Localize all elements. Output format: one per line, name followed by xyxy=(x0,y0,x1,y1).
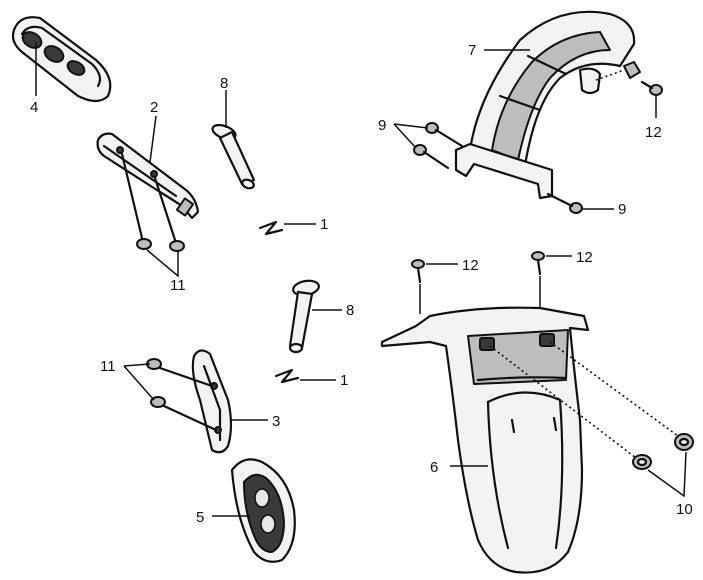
callout-1-lower: 1 xyxy=(340,372,348,389)
callout-11-upper: 11 xyxy=(170,277,186,294)
part-8-pin-lower xyxy=(288,279,342,354)
callout-11-lower: 11 xyxy=(100,358,116,375)
callout-12-right: 12 xyxy=(576,249,593,266)
part-3-lower-bracket xyxy=(191,349,268,454)
part-1-clip-upper xyxy=(258,220,316,236)
callout-12-left: 12 xyxy=(462,257,479,274)
callout-2: 2 xyxy=(150,99,158,116)
part-11-screws-lower xyxy=(123,358,218,432)
part-9-screws xyxy=(393,122,614,214)
callout-9-right: 9 xyxy=(618,201,626,218)
callout-7: 7 xyxy=(468,42,476,59)
callout-10: 10 xyxy=(676,501,693,518)
part-6-mudguard xyxy=(380,306,590,574)
callout-4: 4 xyxy=(30,99,38,116)
part-7-rear-fender xyxy=(454,10,636,200)
part-11-screws-upper xyxy=(120,152,185,278)
callout-9-left: 9 xyxy=(378,117,386,134)
part-12-fender-screw xyxy=(595,61,663,118)
callout-8-lower: 8 xyxy=(346,302,354,319)
callout-12-fender: 12 xyxy=(645,124,662,141)
part-2-upper-bracket xyxy=(96,115,200,220)
part-4-reflector-bracket xyxy=(11,16,112,103)
part-5-reflector xyxy=(212,458,296,563)
callout-5: 5 xyxy=(196,509,204,526)
callout-8-upper: 8 xyxy=(220,75,228,92)
callout-3: 3 xyxy=(272,413,280,430)
part-12-mudguard-screws xyxy=(411,251,572,314)
part-8-pin-upper xyxy=(211,90,256,190)
part-10-nuts xyxy=(489,341,694,498)
callout-1-upper: 1 xyxy=(320,216,328,233)
part-1-clip-lower xyxy=(274,368,336,384)
callout-6: 6 xyxy=(430,459,438,476)
